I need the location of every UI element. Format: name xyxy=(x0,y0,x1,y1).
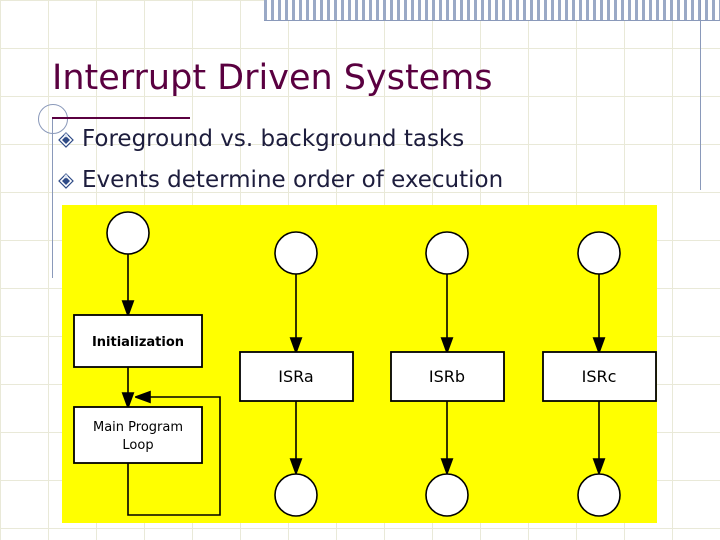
terminator-end-isra xyxy=(274,473,318,517)
header-hatch-band xyxy=(264,0,720,20)
page-title: Interrupt Driven Systems xyxy=(52,58,493,98)
connector-loop-back xyxy=(127,397,221,516)
decorative-ring xyxy=(38,104,68,134)
box-main-program-loop-label-line-2: Loop xyxy=(122,438,153,453)
header-band-underline xyxy=(264,20,720,21)
terminator-end-isrb xyxy=(425,473,469,517)
box-isra xyxy=(239,351,354,402)
bullet-label-1: Events determine order of execution xyxy=(82,167,504,193)
diamond-bullet-icon xyxy=(58,173,74,189)
box-main-program-loop-label-line-1: Main Program xyxy=(93,420,183,435)
box-initialization xyxy=(73,314,203,368)
box-main-program-loop xyxy=(73,406,203,464)
terminator-start-init xyxy=(106,211,150,255)
box-isrc xyxy=(542,351,657,402)
terminator-end-isrc xyxy=(577,473,621,517)
terminator-start-isra xyxy=(274,231,318,275)
title-underline xyxy=(52,117,190,119)
flowchart-panel: Initialization Main Program Loop ISRa IS… xyxy=(62,205,657,523)
box-initialization-label: Initialization xyxy=(92,335,184,350)
box-isrb xyxy=(390,351,505,402)
terminator-start-isrc xyxy=(577,231,621,275)
box-isra-label: ISRa xyxy=(278,367,313,386)
terminator-start-isrb xyxy=(425,231,469,275)
bullet-item-1: Events determine order of execution xyxy=(58,167,503,193)
box-isrc-label: ISRc xyxy=(582,367,617,386)
left-vertical-rule xyxy=(52,118,53,278)
right-vertical-rule xyxy=(700,0,701,190)
bullet-item-0: Foreground vs. background tasks xyxy=(58,126,464,152)
box-isrb-label: ISRb xyxy=(429,367,465,386)
bullet-label-0: Foreground vs. background tasks xyxy=(82,126,465,152)
diamond-bullet-icon xyxy=(58,132,74,148)
